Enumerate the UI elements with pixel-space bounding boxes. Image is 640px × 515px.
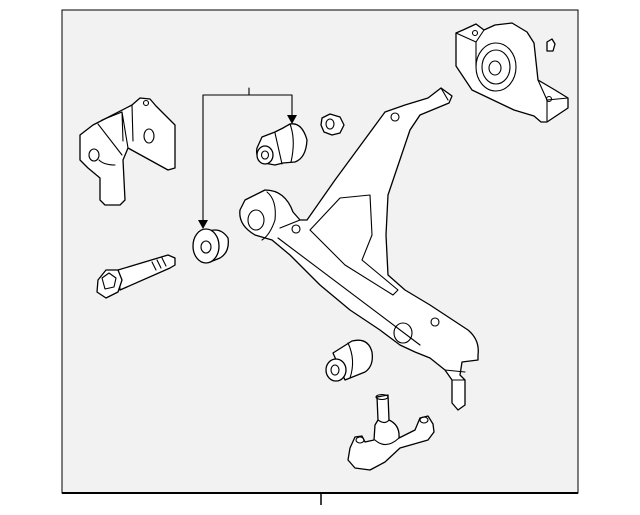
front-bushing xyxy=(325,339,373,382)
bushing-callout-leader xyxy=(198,87,297,229)
ball-joint xyxy=(347,393,435,471)
lower-control-arm xyxy=(239,87,479,411)
pillow-block-bushing xyxy=(455,22,569,123)
mounting-bracket xyxy=(79,97,176,206)
bolt xyxy=(96,254,176,299)
rear-bushing xyxy=(256,123,308,166)
flange-nut xyxy=(320,113,345,136)
flange-bushing xyxy=(192,228,229,264)
